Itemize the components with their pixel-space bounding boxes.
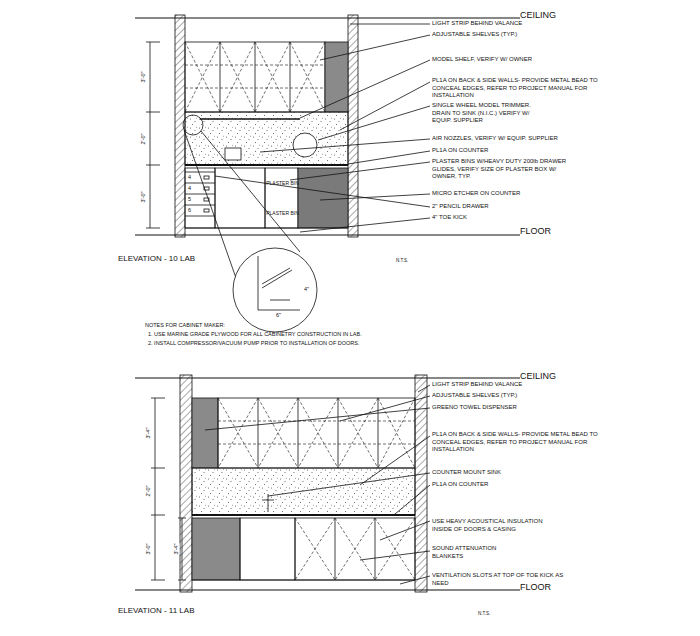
dimension: 6" — [276, 312, 281, 319]
drawer-label: PLASTER BIN — [266, 210, 299, 216]
callout-note: 4" TOE KICK — [432, 214, 602, 222]
callout-note: PLASTER BINS W/HEAVY DUTY 200lb DRAWER G… — [432, 158, 582, 181]
callout-note: PL1A ON BACK & SIDE WALLS- PROVIDE METAL… — [432, 431, 600, 454]
callout-note: ADJUSTABLE SHELVES (TYP.) — [432, 31, 602, 39]
callout-note: GREENO TOWEL DISPENSER — [432, 404, 602, 412]
callout-note: AIR NOZZLES, VERIFY W/ EQUIP. SUPPLIER — [432, 135, 602, 143]
note: 2. INSTALL COMPRESSOR/VACUUM PUMP PRIOR … — [148, 340, 359, 347]
plaster-bin-drawer: PLASTER BIN — [266, 200, 299, 226]
dimension: 2'-0" — [140, 134, 147, 145]
callout-note: USE HEAVY ACOUSTICAL INSULATION INSIDE O… — [432, 518, 557, 533]
callout-note: MICRO ETCHER ON COUNTER — [432, 190, 602, 198]
elevation-title: ELEVATION - 11 LAB — [118, 606, 194, 616]
dimension: 3'-4" — [173, 544, 180, 555]
level-label: FLOOR — [520, 226, 551, 237]
level-label: CEILING — [520, 10, 556, 21]
note: 1. USE MARINE GRADE PLYWOOD FOR ALL CABI… — [148, 331, 362, 338]
callout-note: COUNTER MOUNT SINK — [432, 469, 602, 477]
elevation-title: ELEVATION - 10 LAB — [118, 254, 195, 264]
dimension: 3'-0" — [140, 192, 147, 203]
callout-note: MODEL SHELF, VERIFY W/ OWNER — [432, 56, 602, 64]
dimension: 3'-4" — [145, 428, 152, 439]
callout-note: LIGHT STRIP BEHIND VALANCE — [432, 20, 602, 28]
callout-note: PL1A ON COUNTER — [432, 147, 602, 155]
callout-note: 2" PENCIL DRAWER — [432, 203, 602, 211]
note-heading: NOTES FOR CABINET MAKER: — [145, 322, 225, 329]
dimension: 3'-0" — [140, 72, 147, 83]
drawer-label: PLASTER BIN — [266, 180, 299, 186]
plaster-bin-drawer: PLASTER BIN — [266, 170, 299, 196]
drawer-number: 6 — [188, 207, 191, 214]
scale-note: N.T.S. — [478, 611, 490, 617]
dimension: 2'-0" — [145, 486, 152, 497]
dimension: 3'-0" — [145, 544, 152, 555]
drawer-number: 4 — [188, 185, 191, 192]
drawer-number: 4 — [188, 174, 191, 181]
callout-note: PL1A ON BACK & SIDE WALLS- PROVIDE METAL… — [432, 77, 600, 100]
callout-note: SOUND ATTENUATION BLANKETS — [432, 545, 512, 560]
callout-note: PL1A ON COUNTER — [432, 481, 602, 489]
scale-note: N.T.S. — [396, 258, 408, 264]
callout-note: ADJUSTABLE SHELVES (TYP.) — [432, 392, 602, 400]
level-label: CEILING — [520, 371, 556, 382]
dimension: 4" — [304, 286, 309, 293]
drawer-number: 5 — [188, 196, 191, 203]
callout-note: SINGLE WHEEL MODEL TRIMMER. DRAIN TO SIN… — [432, 102, 547, 125]
level-label: FLOOR — [520, 582, 551, 593]
callout-note: LIGHT STRIP BEHIND VALANCE — [432, 381, 602, 389]
